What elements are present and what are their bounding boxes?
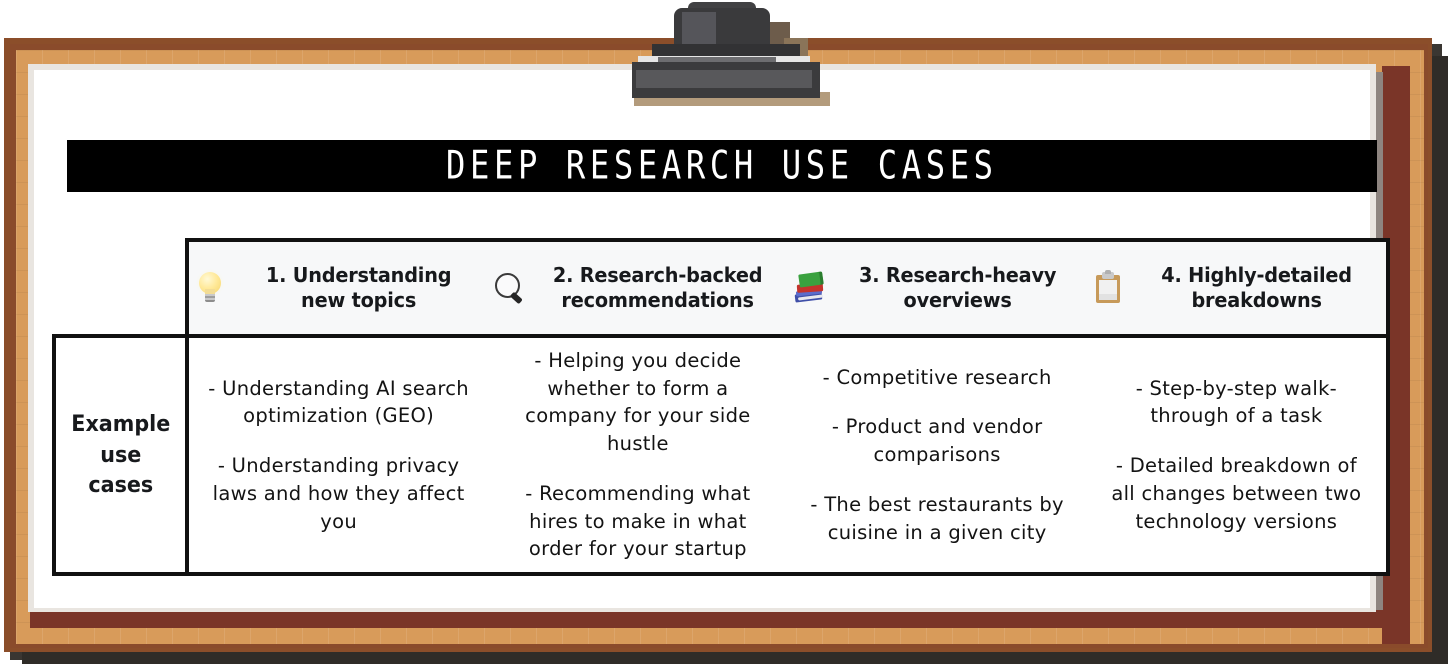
lightbulb-icon: [195, 269, 225, 305]
magnifier-handle: [510, 291, 524, 304]
column-title-2: 2. Research-backed recommendations: [553, 263, 763, 312]
column-title-1: 1. Understanding new topics: [265, 263, 452, 312]
page-title: DEEP RESEARCH USE CASES: [446, 143, 998, 189]
lightbulb-glass: [199, 272, 221, 294]
row-header-example-use-cases: Example use cases: [56, 338, 189, 572]
table-header-cell-1: 1. Understanding new topics: [189, 242, 488, 334]
list-item: - Understanding privacy laws and how the…: [212, 454, 465, 533]
column-title-4: 4. Highly-detailed breakdowns: [1161, 263, 1352, 312]
list-item: - Understanding AI search optimization (…: [208, 376, 469, 428]
mount-body-highlight: [636, 70, 812, 88]
mount-head-highlight: [682, 12, 716, 44]
mount-slot-inner: [658, 57, 776, 65]
clipboard-icon: [1093, 270, 1123, 305]
title-bar: DEEP RESEARCH USE CASES: [67, 140, 1377, 192]
list-item: - Recommending what hires to make in wha…: [525, 481, 751, 561]
clipboard-paper: [1098, 280, 1117, 300]
table-cell-3: - Competitive research - Product and ven…: [788, 338, 1087, 572]
projector-mount-icon: [628, 0, 830, 108]
table-header-cell-2: 2. Research-backed recommendations: [488, 242, 787, 334]
table-cell-2: - Helping you decide whether to form a c…: [488, 338, 787, 572]
list-item: - Detailed breakdown of all changes betw…: [1111, 454, 1362, 533]
list-item: - The best restaurants by cuisine in a g…: [810, 492, 1064, 544]
table-header-row: 1. Understanding new topics 2. Research-…: [185, 238, 1390, 338]
books-icon: [794, 271, 824, 305]
clipboard-clip-top: [1104, 270, 1111, 274]
use-cases-table: 1. Understanding new topics 2. Research-…: [52, 238, 1390, 576]
list-item: - Competitive research: [822, 365, 1052, 389]
clipboard-clip: [1101, 272, 1114, 279]
column-title-3: 3. Research-heavy overviews: [858, 263, 1056, 312]
list-item: - Step-by-step walk-through of a task: [1135, 376, 1338, 428]
magnifying-glass-icon: [494, 271, 524, 305]
list-item: - Product and vendor comparisons: [831, 415, 1043, 467]
table-body-row: Example use cases - Understanding AI sea…: [52, 334, 1390, 576]
table-cell-1: - Understanding AI search optimization (…: [189, 338, 488, 572]
lightbulb-base: [205, 294, 215, 302]
row-header-label: Example use cases: [71, 411, 170, 499]
table-header-cell-4: 4. Highly-detailed breakdowns: [1087, 242, 1386, 334]
table-cell-4: - Step-by-step walk-through of a task - …: [1087, 338, 1386, 572]
list-item: - Helping you decide whether to form a c…: [525, 349, 751, 456]
lightbulb-neck: [205, 289, 215, 295]
table-header-cell-3: 3. Research-heavy overviews: [788, 242, 1087, 334]
